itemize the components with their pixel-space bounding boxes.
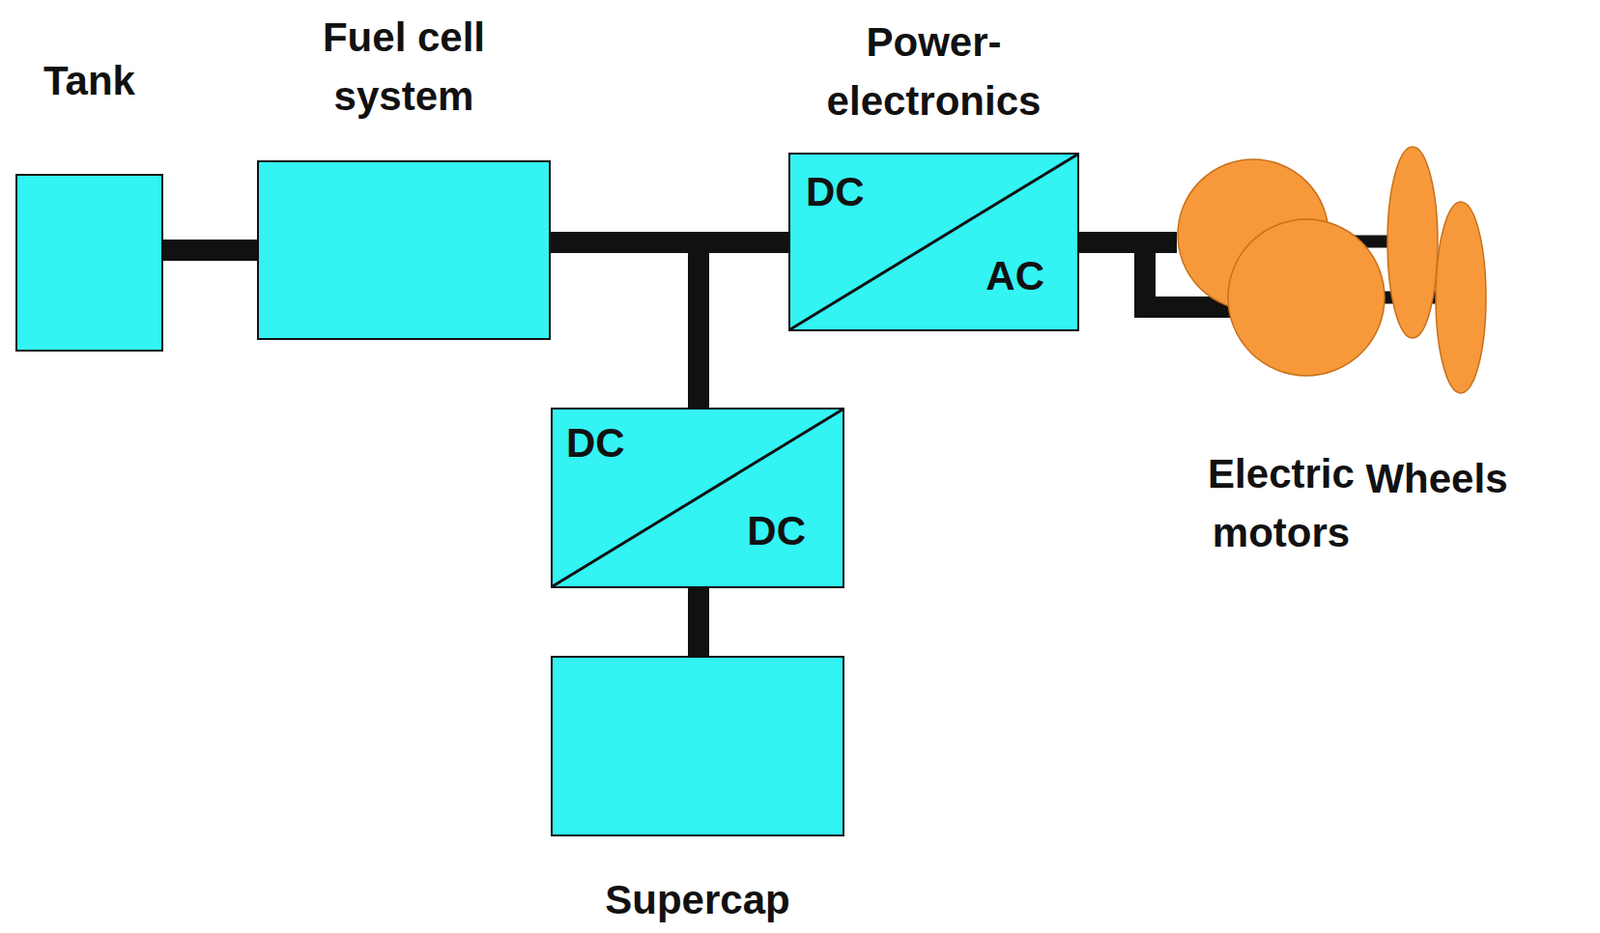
motor-circle <box>1228 219 1385 376</box>
tank-box: Tank <box>15 173 164 352</box>
node-heading: Power- electronics <box>794 13 1075 132</box>
power-connector <box>163 239 258 261</box>
fuel-cell-box: Fuel cell system <box>257 160 551 341</box>
inverter-box: Power- electronicsDCAC <box>788 152 1080 332</box>
node-heading: Fuel cell system <box>278 8 530 127</box>
wheel-symbols <box>1386 145 1487 395</box>
power-connector <box>687 588 710 657</box>
supercap-box: Supercap <box>550 656 845 837</box>
power-connector <box>1079 231 1177 254</box>
port-label: DC <box>746 507 806 556</box>
diagonal-line <box>790 154 1078 330</box>
node-heading: Supercap <box>571 871 824 931</box>
power-connector <box>550 242 699 408</box>
wheels: Wheels <box>1386 145 1487 395</box>
port-label: DC <box>805 168 865 217</box>
port-label: AC <box>985 252 1045 301</box>
wheel-ellipse <box>1435 201 1486 394</box>
wheel-ellipse <box>1387 146 1438 339</box>
diagonal-line <box>552 409 843 587</box>
electric-motors: Electric motors <box>1176 158 1386 377</box>
node-heading: Wheels <box>1340 450 1534 510</box>
motor-symbols <box>1176 158 1386 377</box>
port-label: DC <box>566 419 626 468</box>
node-heading: Tank <box>0 52 216 112</box>
dcdc-converter-box: DC DC <box>550 407 845 589</box>
node-heading: Electric motors <box>1184 445 1378 564</box>
